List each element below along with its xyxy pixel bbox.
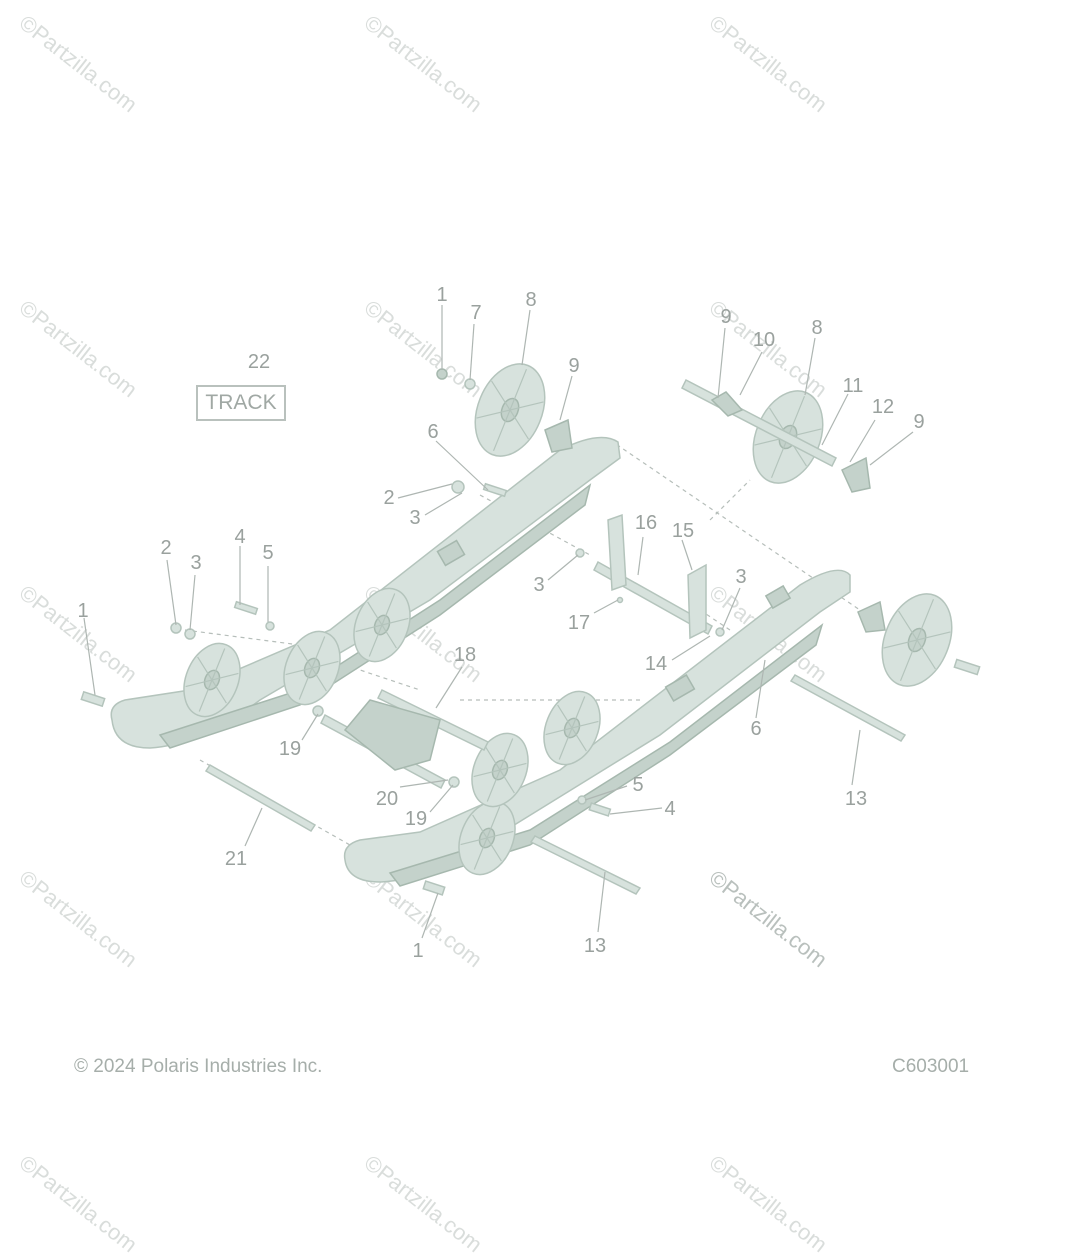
callout-17: 17 xyxy=(567,612,591,634)
idler-wheels xyxy=(183,363,953,876)
callout-2: 2 xyxy=(383,487,395,509)
callout-9: 9 xyxy=(568,355,580,377)
callout-3: 3 xyxy=(190,552,202,574)
right-rail xyxy=(343,569,851,887)
callout-13: 13 xyxy=(583,935,607,957)
callout-16: 16 xyxy=(634,512,658,534)
wheel-top-8a xyxy=(474,363,546,457)
callout-1: 1 xyxy=(436,284,448,306)
callout-19: 19 xyxy=(278,738,302,760)
wheel-left-front xyxy=(183,642,241,718)
wheel-left-mid xyxy=(283,630,341,706)
callout-2: 2 xyxy=(160,537,172,559)
wheel-right-mid xyxy=(471,732,529,808)
callout-3: 3 xyxy=(533,574,545,596)
callout-13: 13 xyxy=(844,788,868,810)
track-label: TRACK xyxy=(196,385,286,421)
callout-4: 4 xyxy=(234,526,246,548)
callout-1: 1 xyxy=(412,940,424,962)
callout-5: 5 xyxy=(262,542,274,564)
leader-lines xyxy=(83,305,914,939)
exploded-parts-diagram xyxy=(80,305,981,939)
shafts xyxy=(204,378,907,895)
callout-20: 20 xyxy=(375,788,399,810)
callout-6: 6 xyxy=(427,421,439,443)
callout-8: 8 xyxy=(525,289,537,311)
callout-21: 21 xyxy=(224,848,248,870)
callout-11: 11 xyxy=(842,375,864,397)
wheel-left-rear xyxy=(353,587,411,663)
callout-4: 4 xyxy=(664,798,676,820)
hardware xyxy=(80,368,981,896)
callout-9: 9 xyxy=(913,411,925,433)
callout-10: 10 xyxy=(752,329,776,351)
wheel-rear-right xyxy=(881,593,953,687)
callout-5: 5 xyxy=(632,774,644,796)
callout-6: 6 xyxy=(750,718,762,740)
callout-9: 9 xyxy=(720,306,732,328)
callout-3: 3 xyxy=(735,566,747,588)
callout-19: 19 xyxy=(404,808,428,830)
copyright-text: © 2024 Polaris Industries Inc. xyxy=(74,1056,323,1077)
callout-18: 18 xyxy=(453,644,477,666)
callout-3: 3 xyxy=(409,507,421,529)
callout-12: 12 xyxy=(871,396,895,418)
callout-8: 8 xyxy=(811,317,823,339)
callout-1: 1 xyxy=(77,600,89,622)
callout-14: 14 xyxy=(644,653,668,675)
wheel-right-rear xyxy=(543,690,601,766)
diagram-code: C603001 xyxy=(892,1056,970,1077)
callout-track-number: 22 xyxy=(247,351,271,373)
callout-7: 7 xyxy=(470,302,482,324)
callout-15: 15 xyxy=(671,520,695,542)
